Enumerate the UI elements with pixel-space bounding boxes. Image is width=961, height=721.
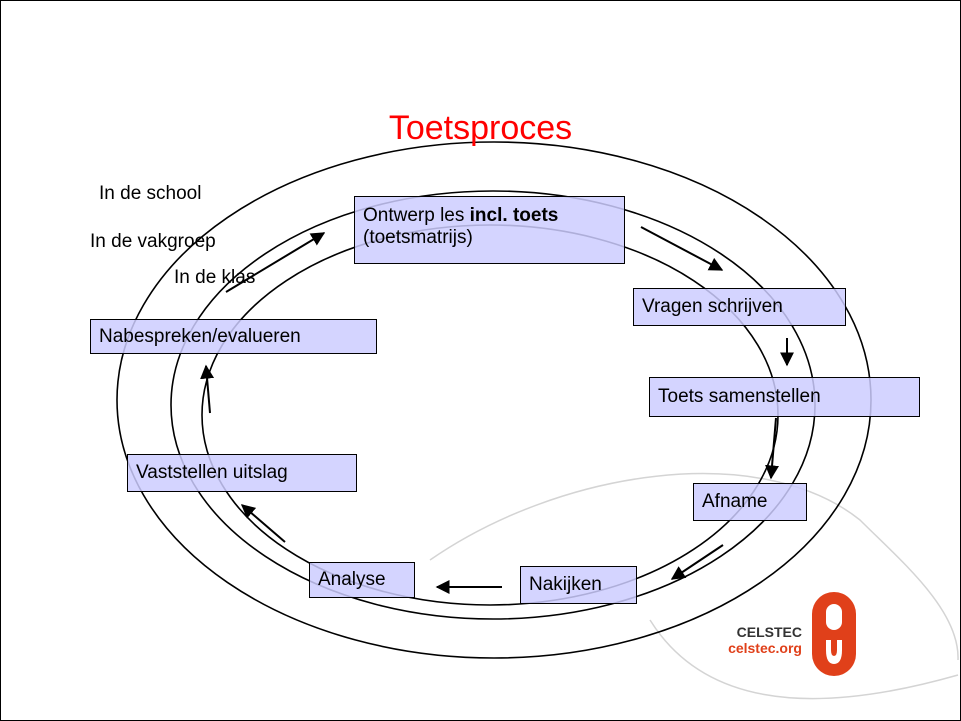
level-label-vakgroep: In de vakgroep	[90, 231, 216, 252]
arrow-to-uitslag	[240, 504, 286, 543]
step-analyse-label: Analyse	[318, 569, 386, 590]
arrow-to-ontwerp	[225, 232, 326, 293]
arrow-to-vragen	[640, 226, 724, 271]
step-vragen-schrijven: Vragen schrijven	[633, 288, 846, 326]
step-uitslag-label: Vaststellen uitslag	[136, 462, 288, 483]
step-ontwerp-les: Ontwerp les incl. toets (toetsmatrijs)	[354, 196, 625, 264]
step-ontwerp-line2: (toetsmatrijs)	[363, 227, 473, 248]
arrow-to-nabespreken	[200, 364, 215, 414]
step-toets-samenstellen: Toets samenstellen	[649, 377, 920, 417]
step-afname-label: Afname	[702, 491, 768, 512]
step-ontwerp-bold: incl. toets	[469, 205, 559, 226]
diagram-title: Toetsproces	[388, 109, 573, 147]
step-nakijken: Nakijken	[520, 566, 637, 604]
level-label-school: In de school	[99, 183, 202, 204]
step-afname: Afname	[693, 483, 807, 521]
step-nakijken-label: Nakijken	[529, 574, 602, 595]
arrow-to-nakijken	[670, 544, 724, 580]
background-swoosh	[649, 619, 959, 700]
logo-name: CELSTEC	[736, 624, 802, 640]
logo-url: celstec.org	[728, 640, 802, 656]
celstec-logo	[812, 592, 856, 676]
background-swoosh	[429, 472, 959, 661]
step-samenstellen-label: Toets samenstellen	[658, 386, 821, 407]
arrow-to-afname	[765, 417, 780, 480]
step-vaststellen-uitslag: Vaststellen uitslag	[127, 454, 357, 492]
step-analyse: Analyse	[309, 562, 415, 598]
step-vragen-label: Vragen schrijven	[642, 296, 783, 317]
step-ontwerp-text: Ontwerp les	[363, 205, 470, 226]
step-nabespreken-evalueren: Nabespreken/evalueren	[90, 319, 377, 354]
step-nabespreken-label: Nabespreken/evalueren	[99, 325, 301, 347]
level-label-klas: In de klas	[174, 267, 256, 288]
